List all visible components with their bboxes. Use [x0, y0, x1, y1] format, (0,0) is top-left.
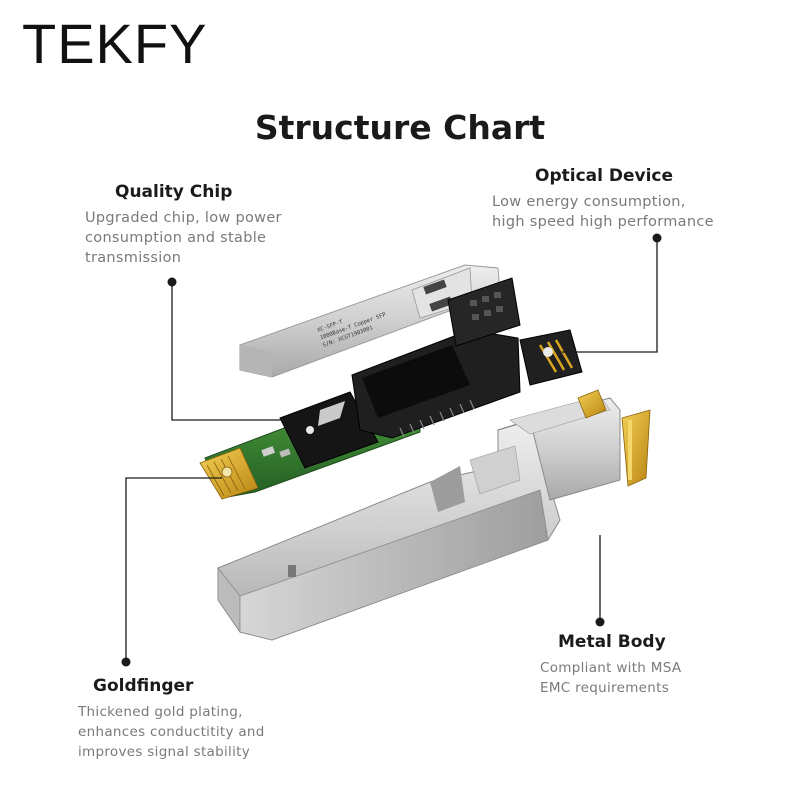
- callout-title-optical-device: Optical Device: [535, 166, 674, 186]
- callout-title-metal-body: Metal Body: [558, 632, 666, 652]
- callout-title-goldfinger: Goldfinger: [93, 676, 194, 696]
- callout-line: Thickened gold plating,: [78, 704, 243, 720]
- label-plate: XC-SFP-T 1000Base-T Copper SFP S/N: XCGT…: [239, 264, 501, 378]
- leader-dot-metal-body: [595, 617, 605, 627]
- callout-title-quality-chip: Quality Chip: [115, 182, 233, 202]
- callout-quality-chip: Quality Chip Upgraded chip, low power co…: [85, 182, 282, 268]
- callout-line: consumption and stable: [85, 230, 267, 246]
- leader-dot-optical-device: [652, 233, 662, 243]
- leader-dot-goldfinger: [121, 657, 131, 667]
- callout-line: transmission: [85, 250, 182, 266]
- leader-quality-chip: [171, 282, 290, 421]
- leader-dot-quality-chip: [167, 277, 177, 287]
- page-title: Structure Chart: [254, 108, 546, 147]
- rj45-gold-contacts: [577, 389, 651, 487]
- callout-metal-body: Metal Body Compliant with MSA EMC requir…: [540, 632, 681, 698]
- callout-desc-goldfinger: Thickened gold plating, enhances conduct…: [78, 702, 265, 762]
- callout-line: high speed high performance: [492, 214, 714, 230]
- leader-lines: [125, 238, 658, 662]
- callout-desc-metal-body: Compliant with MSA EMC requirements: [540, 658, 681, 698]
- leader-goldfinger: [125, 477, 222, 662]
- leader-optical-device: [562, 238, 658, 353]
- optical-device-housing: [351, 277, 583, 439]
- quality-chip: [279, 391, 379, 469]
- goldfinger-pads: [199, 447, 259, 500]
- callout-desc-optical-device: Low energy consumption, high speed high …: [492, 192, 714, 232]
- callout-optical-device: Optical Device Low energy consumption, h…: [492, 166, 714, 232]
- callout-line: Upgraded chip, low power: [85, 210, 282, 226]
- metal-body: [217, 389, 651, 641]
- brand-logo: TEKFY: [22, 12, 208, 75]
- callout-line: improves signal stability: [78, 744, 251, 760]
- callout-desc-quality-chip: Upgraded chip, low power consumption and…: [85, 208, 282, 268]
- callout-line: Low energy consumption,: [492, 194, 686, 210]
- callout-line: EMC requirements: [540, 680, 670, 696]
- callout-line: Compliant with MSA: [540, 660, 682, 676]
- callout-goldfinger: Goldfinger Thickened gold plating, enhan…: [78, 676, 265, 762]
- callout-line: enhances conductitity and: [78, 724, 265, 740]
